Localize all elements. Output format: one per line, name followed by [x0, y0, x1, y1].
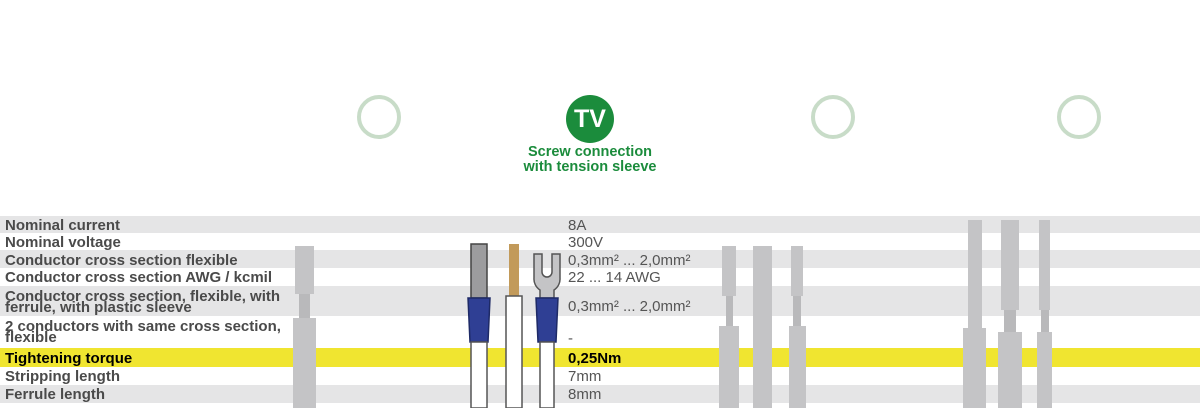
spec-label: Conductor cross section AWG / kcmil	[5, 269, 272, 286]
spec-label: Conductor cross section flexible	[5, 252, 238, 269]
spec-value: 7mm	[568, 368, 602, 385]
spec-label: Conductor cross section, flexible, with …	[5, 288, 281, 316]
spec-row-cross-section-awg: Conductor cross section AWG / kcmil 22 .…	[0, 268, 1200, 286]
stripped-wire-icon	[505, 244, 523, 408]
spec-value: 0,3mm² ... 2,0mm²	[568, 252, 691, 269]
connection-option-4[interactable]	[1057, 95, 1101, 139]
spec-row-cross-section-ferrule: Conductor cross section, flexible, with …	[0, 286, 1200, 316]
spec-value: 0,25Nm	[568, 350, 622, 367]
spec-row-cross-section-flexible: Conductor cross section flexible 0,3mm² …	[0, 250, 1200, 268]
spec-label: 2 conductors with same cross section, fl…	[5, 318, 281, 346]
spec-value: 8mm	[568, 386, 602, 403]
connection-option-tv-code: TV	[574, 104, 606, 133]
spec-value: 22 ... 14 AWG	[568, 269, 661, 286]
spec-value: 0,3mm² ... 2,0mm²	[568, 298, 691, 315]
spec-value: 300V	[568, 234, 604, 251]
spec-label: Tightening torque	[5, 350, 133, 367]
connection-option-tv[interactable]: TV	[566, 95, 614, 143]
spec-label: Stripping length	[5, 368, 120, 385]
spec-value: -	[568, 330, 573, 347]
connection-option-1[interactable]	[357, 95, 401, 139]
wire-with-ferrule-icon	[467, 243, 491, 408]
spec-row-two-conductors: 2 conductors with same cross section, fl…	[0, 316, 1200, 348]
spec-row-nominal-voltage: Nominal voltage 300V	[0, 233, 1200, 250]
fork-cable-lug-icon	[533, 253, 561, 408]
spec-label: Ferrule length	[5, 386, 106, 403]
connection-option-tv-label: Screw connection with tension sleeve	[523, 144, 657, 175]
spec-label: Nominal current	[5, 217, 121, 234]
spec-row-stripping-length: Stripping length 7mm	[0, 367, 1200, 385]
spec-value: 8A	[568, 217, 587, 234]
spec-label: Nominal voltage	[5, 234, 121, 251]
spec-row-nominal-current: Nominal current 8A	[0, 216, 1200, 233]
connection-option-3[interactable]	[811, 95, 855, 139]
